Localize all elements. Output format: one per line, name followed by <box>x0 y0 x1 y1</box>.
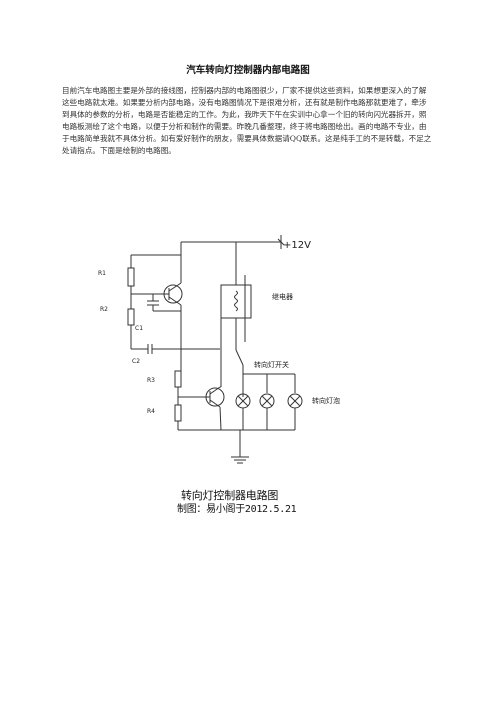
circuit-diagram: +12V R1 R2 C1 C2 继电器 转向灯开关 转向灯泡 <box>98 235 340 464</box>
intro-text: 目前汽车电路图主要是外部的接线图，控制器内部的电路图很少，厂家不提供这些资料，如… <box>62 85 434 158</box>
label-switch: 转向灯开关 <box>254 360 289 369</box>
label-r3: R3 <box>147 377 155 384</box>
transistor-2 <box>205 387 225 407</box>
page-title: 汽车转向灯控制器内部电路图 <box>186 65 310 76</box>
resistor-r1 <box>127 267 135 287</box>
intro-paragraph: 目前汽车电路图主要是外部的接线图，控制器内部的电路图很少，厂家不提供这些资料，如… <box>62 86 432 156</box>
resistor-r3 <box>174 370 182 388</box>
label-c2: C2 <box>132 358 140 365</box>
relay-box <box>220 284 252 319</box>
label-r2: R2 <box>100 306 108 313</box>
label-relay: 继电器 <box>272 292 293 301</box>
caption-author: 制图：易小阁于2012.5.21 <box>177 504 297 515</box>
resistor-r2 <box>127 308 135 326</box>
resistor-r4 <box>174 404 182 422</box>
supply-label: +12V <box>283 240 311 251</box>
label-r4: R4 <box>147 408 155 415</box>
relay-coil <box>234 290 238 312</box>
caption-title: 转向灯控制器电路图 <box>181 489 279 502</box>
label-c1: C1 <box>135 325 143 332</box>
diagram-caption: 转向灯控制器电路图 制图：易小阁于2012.5.21 <box>177 489 341 516</box>
label-lamps: 转向灯泡 <box>312 396 340 405</box>
label-r1: R1 <box>98 270 106 277</box>
